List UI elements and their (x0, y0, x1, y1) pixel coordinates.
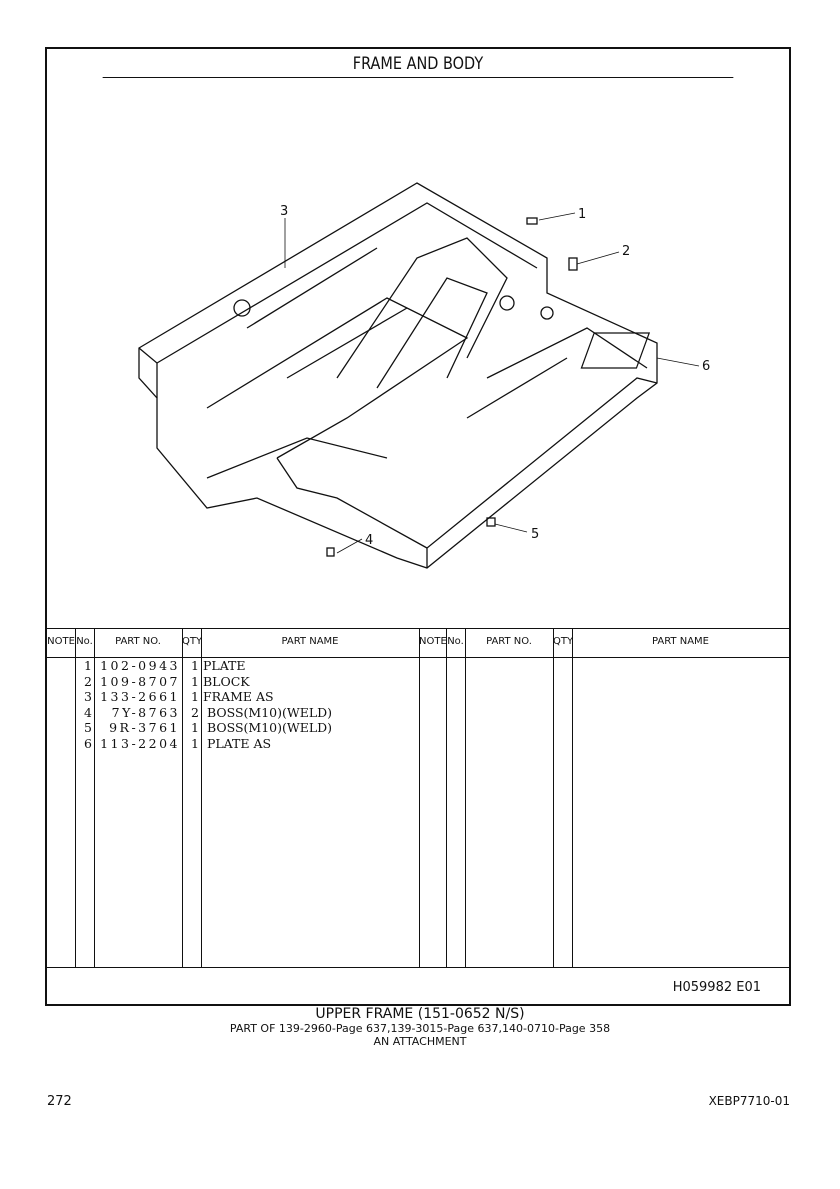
header-no: No. (76, 636, 93, 647)
upper-frame-drawing: 3 1 2 6 4 5 (138, 182, 710, 569)
table-header (47, 628, 789, 658)
parts-row-part-name: BOSS(M10)(WELD) (203, 720, 333, 736)
parts-row-part-no: 102-0943 (100, 658, 180, 673)
parts-row-no: 3 (84, 689, 92, 705)
callout-4: 4 (365, 533, 373, 548)
callout-6: 6 (702, 359, 710, 374)
parts-row-part-no: 7Y-8763 (111, 704, 180, 720)
parts-row-no: 1 (84, 658, 92, 673)
header-note: NOTE (47, 636, 75, 647)
parts-row-part-name: BOSS(M10)(WELD) (203, 704, 333, 720)
parts-row-qty: 1 (191, 720, 199, 736)
callout-2: 2 (622, 244, 630, 259)
header-no-2: No. (447, 636, 464, 647)
parts-row-qty: 2 (191, 704, 199, 720)
page-number: 272 (47, 1094, 72, 1109)
parts-row-part-no: 109-8707 (100, 673, 180, 689)
header-part-name: PART NAME (281, 636, 339, 647)
caption-part-of: PART OF 139-2960-Page 637,139-3015-Page … (229, 1022, 611, 1035)
parts-row-part-no: 133-2661 (100, 689, 180, 705)
caption-title: UPPER FRAME (151-0652 N/S) (315, 1006, 525, 1022)
parts-row-part-no: 113-2204 (100, 736, 180, 751)
header-part-no-2: PART NO. (486, 636, 532, 647)
header-part-no: PART NO. (115, 636, 161, 647)
parts-row-no: 5 (84, 720, 92, 736)
parts-row-part-name: PLATE AS (203, 736, 272, 751)
parts-row-part-name: BLOCK (203, 673, 250, 689)
parts-row-no: 6 (84, 736, 92, 751)
callout-5: 5 (531, 527, 539, 542)
document-code: XEBP7710-01 (708, 1094, 790, 1108)
parts-row-part-no: 9R-3761 (109, 720, 180, 736)
callout-3: 3 (280, 204, 288, 219)
parts-row-qty: 1 (191, 658, 199, 673)
caption-attachment: AN ATTACHMENT (373, 1035, 467, 1048)
parts-row-part-name: PLATE (203, 658, 246, 673)
page-title: FRAME AND BODY (102, 49, 734, 78)
parts-row-no: 2 (84, 673, 92, 689)
parts-row-qty: 1 (191, 673, 199, 689)
header-part-name-2: PART NAME (651, 636, 709, 647)
parts-row-no: 4 (84, 704, 92, 720)
parts-row-part-name: FRAME AS (203, 689, 274, 705)
parts-row-qty: 1 (191, 689, 199, 705)
header-note-2: NOTE (419, 636, 447, 647)
callout-1: 1 (578, 207, 586, 222)
header-qty: QTY (182, 636, 203, 647)
exploded-view-illustration: 3 1 2 6 4 5 (47, 78, 789, 628)
header-qty-2: QTY (553, 636, 574, 647)
parts-frame: FRAME AND BODY 3 1 2 6 4 5 (45, 47, 791, 1006)
drawing-number: H059982 E01 (672, 980, 761, 995)
table-footer: H059982 E01 (47, 967, 789, 1005)
parts-row-qty: 1 (191, 736, 199, 751)
